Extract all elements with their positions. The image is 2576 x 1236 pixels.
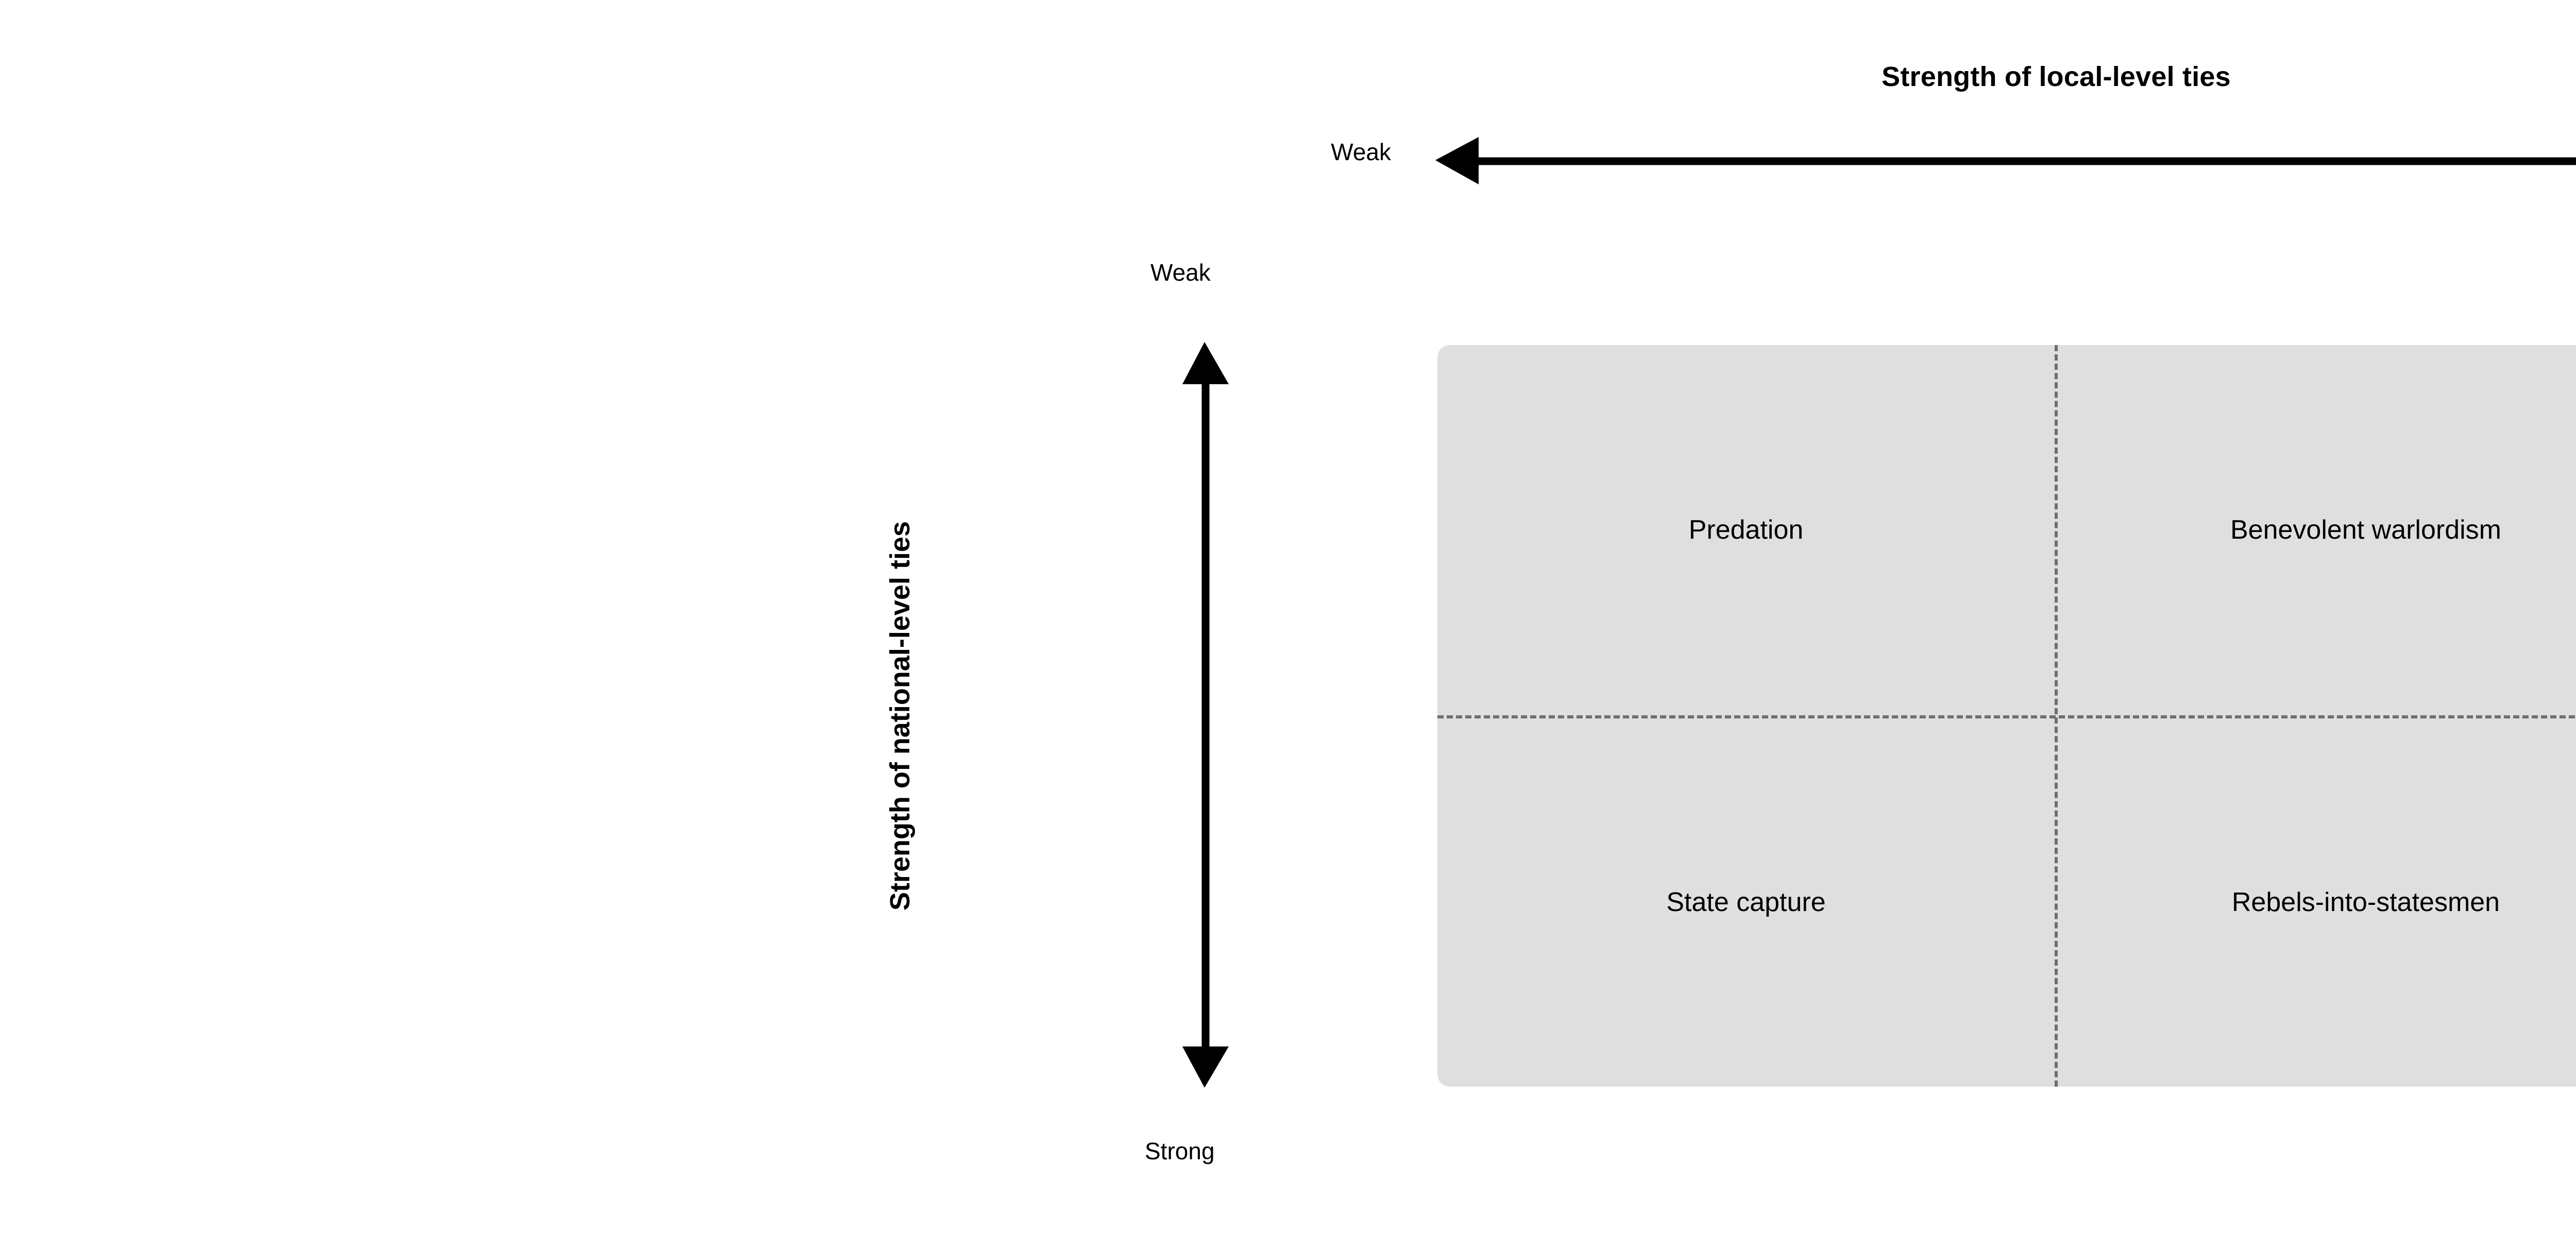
quadrant-top-right[interactable]: Benevolent warlordism	[2058, 345, 2576, 715]
quadrant-top-left-label: Predation	[1688, 514, 1804, 545]
y-axis-high-label: Strong	[1145, 1138, 1215, 1164]
double-headed-vertical-arrow-icon	[1182, 342, 1229, 1088]
quadrant-top-left[interactable]: Predation	[1437, 345, 2055, 715]
matrix-panel: Predation Benevolent warlordism State ca…	[1437, 345, 2576, 1087]
matrix-horizontal-divider	[1437, 715, 2576, 718]
x-axis-low-label: Weak	[1331, 139, 1391, 165]
y-axis-title: Strength of national-level ties	[885, 521, 916, 911]
x-axis-title: Strength of local-level ties	[1882, 61, 2231, 92]
quadrant-bottom-right-label: Rebels-into-statesmen	[2231, 887, 2500, 917]
quadrant-bottom-right[interactable]: Rebels-into-statesmen	[2058, 718, 2576, 1087]
quadrant-bottom-left-label: State capture	[1666, 887, 1826, 917]
quadrant-top-right-label: Benevolent warlordism	[2230, 514, 2502, 545]
double-headed-horizontal-arrow-icon	[1435, 137, 2576, 184]
y-axis-low-label: Weak	[1150, 259, 1211, 286]
y-axis-title-wrapper: Strength of national-level ties	[885, 0, 927, 911]
quadrant-bottom-left[interactable]: State capture	[1437, 718, 2055, 1087]
